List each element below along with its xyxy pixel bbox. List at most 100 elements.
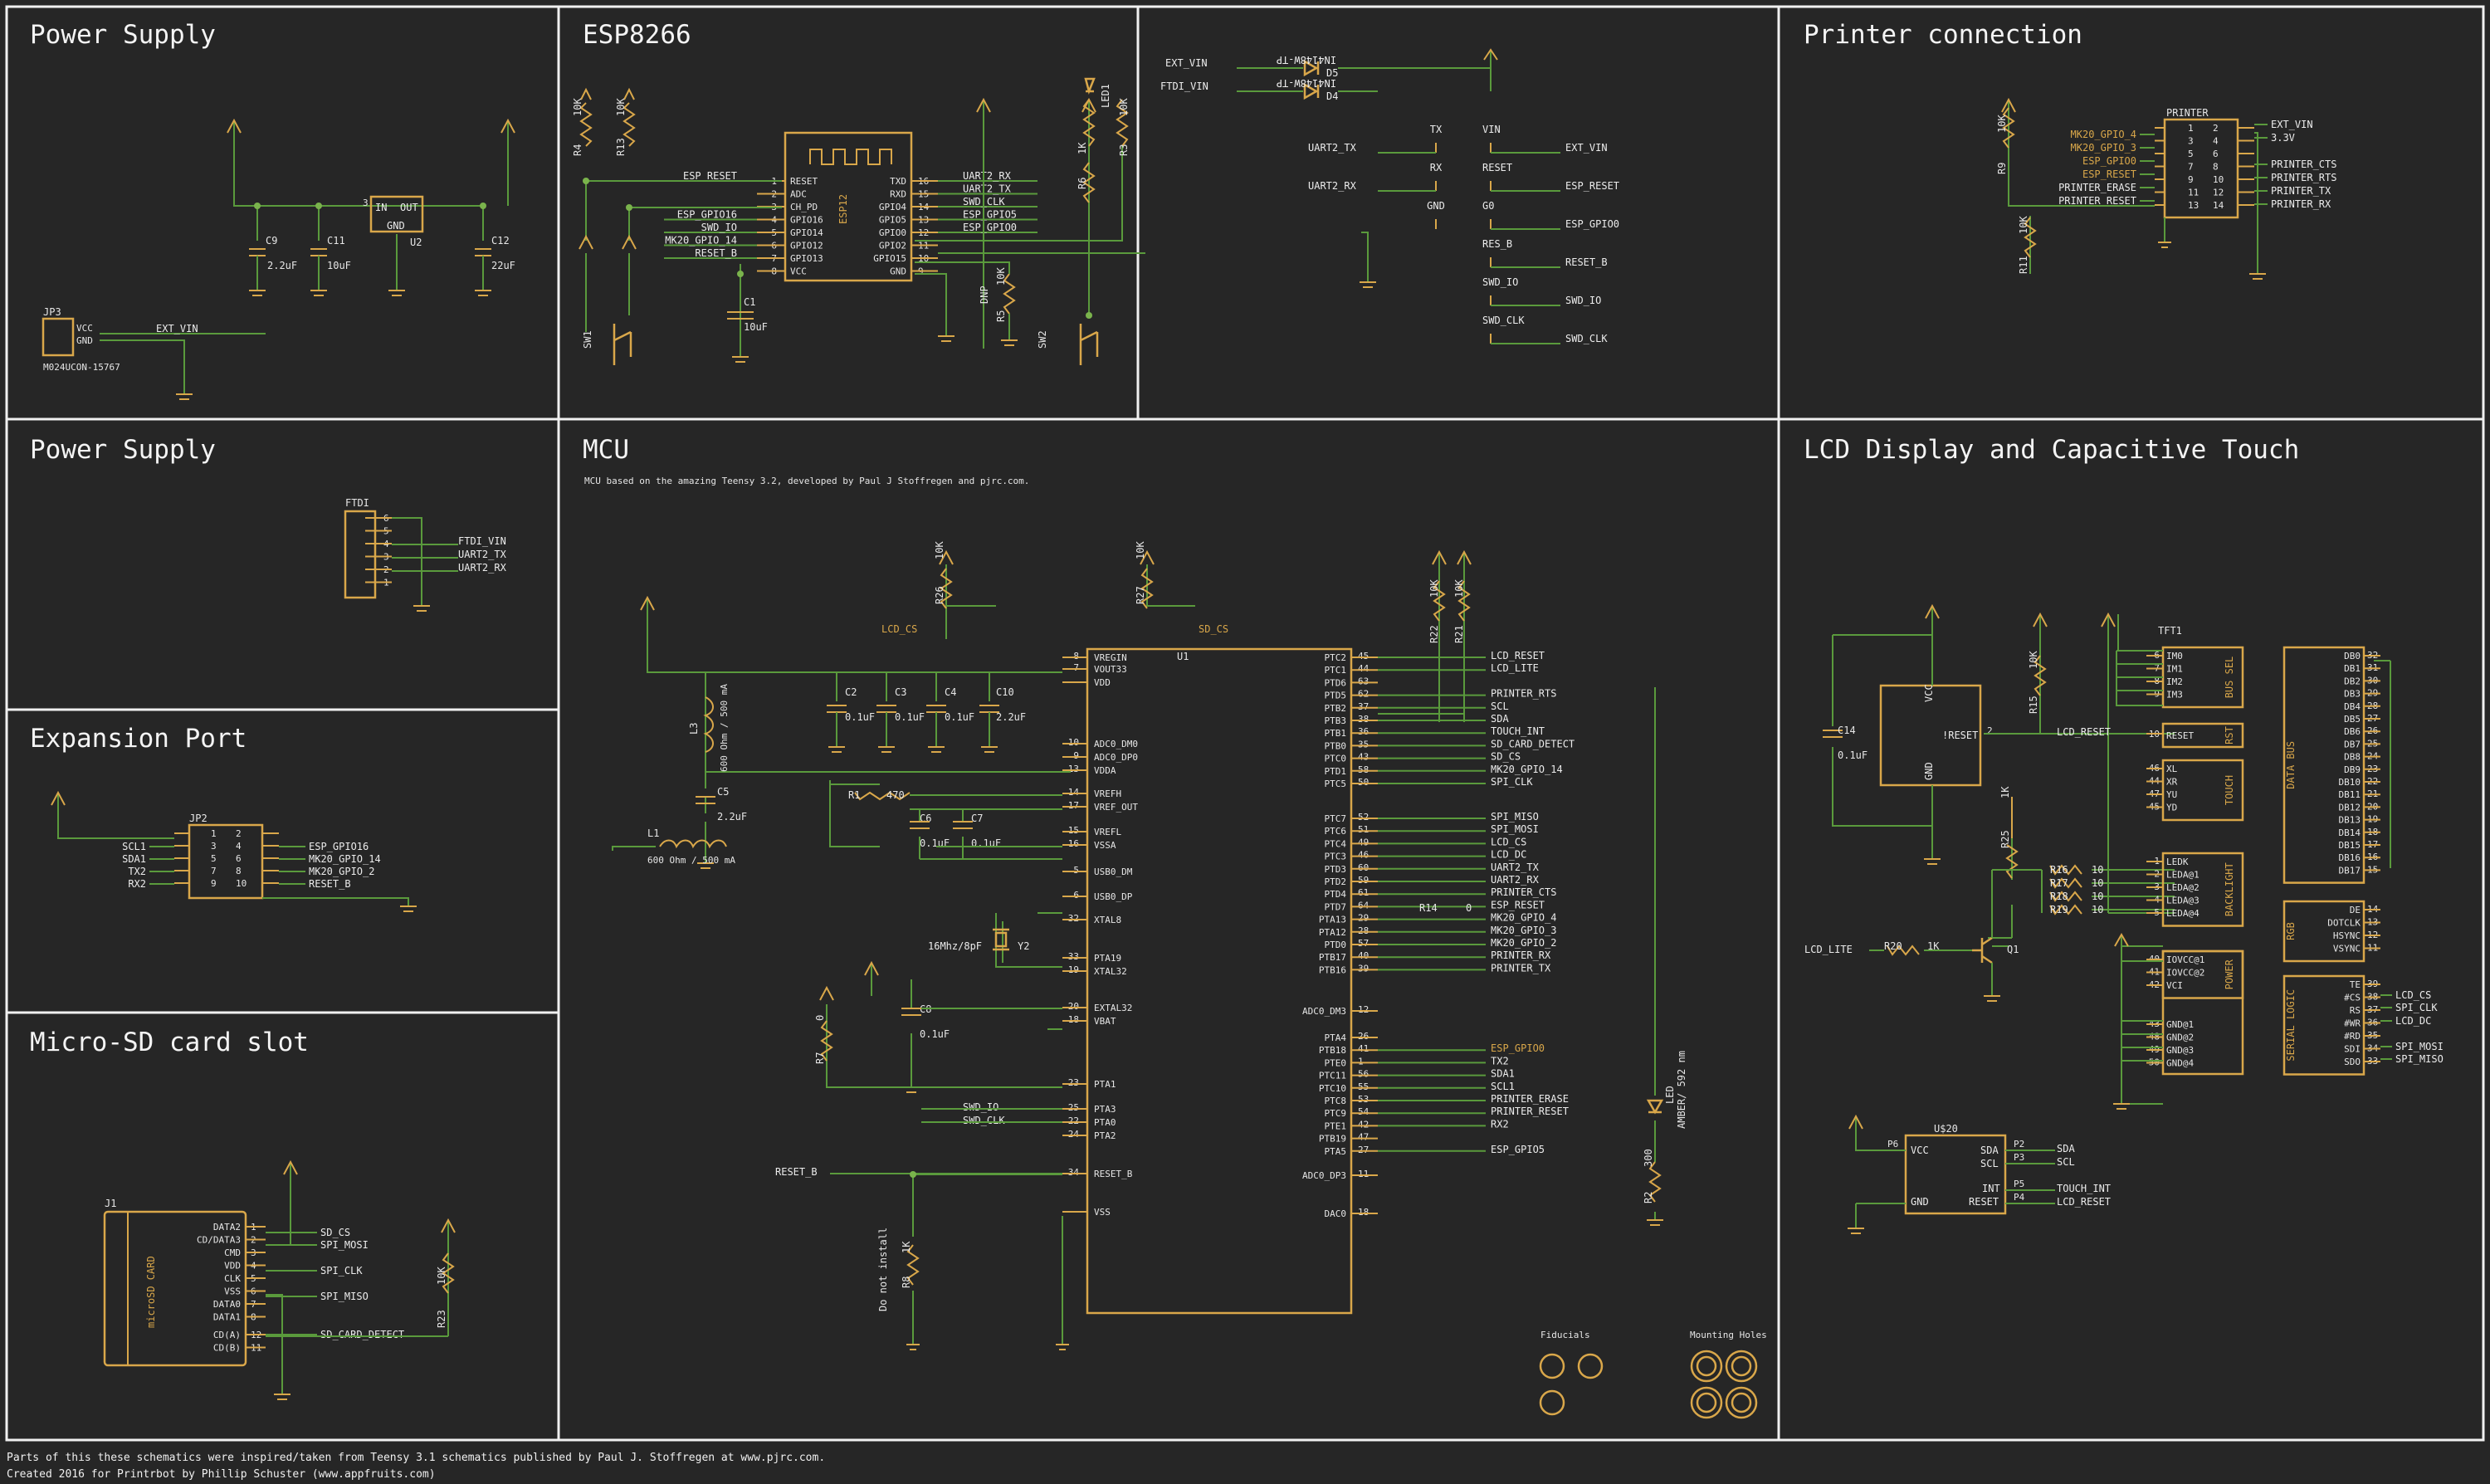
u20-net-scl: SCL bbox=[2057, 1156, 2075, 1168]
esp-right-pin: TXD bbox=[890, 176, 906, 187]
r11-val: 10K bbox=[2018, 216, 2029, 234]
exp-right-num: 4 bbox=[236, 841, 242, 852]
printer-left-num: 3 bbox=[2188, 136, 2194, 147]
mcu-right-net: PRINTER_RESET bbox=[1491, 1106, 1569, 1117]
mcu-right-net: LCD_LITE bbox=[1491, 662, 1539, 674]
l1-ref: L1 bbox=[647, 827, 659, 839]
exp-left-net: SDA1 bbox=[122, 853, 146, 865]
mcu-right-pin: PTC3 bbox=[1325, 852, 1347, 862]
printer-right-num: 10 bbox=[2213, 174, 2224, 185]
mcu-right-pin: PTC2 bbox=[1325, 652, 1347, 663]
r14-ref: R14 bbox=[1419, 902, 1438, 914]
esp-right-pin: GPIO4 bbox=[879, 202, 906, 212]
lcd-pin: RS bbox=[2350, 1005, 2361, 1016]
esp-right-net: ESP_GPIO0 bbox=[963, 222, 1017, 233]
link-left-net: UART2_TX bbox=[1308, 142, 1357, 154]
r26-val: 10K bbox=[934, 541, 945, 559]
mcu-cap-val: 0.1uF bbox=[945, 711, 974, 723]
mcu-right-net: SDA1 bbox=[1491, 1068, 1515, 1080]
mcu-right-num: 64 bbox=[1358, 900, 1370, 910]
mcu-right-pin: PTD5 bbox=[1325, 691, 1347, 701]
title-expansion: Expansion Port bbox=[30, 724, 247, 754]
mcu-right-pin: PTE0 bbox=[1325, 1057, 1347, 1068]
exp-right-net: ESP_GPIO16 bbox=[309, 841, 369, 852]
esp-right-net: ESP_GPIO5 bbox=[963, 209, 1017, 221]
exp-right-num: 6 bbox=[236, 853, 242, 864]
sd-pin: DATA0 bbox=[213, 1299, 241, 1310]
frame-printer bbox=[1777, 5, 2485, 421]
l1-val: 600 Ohm / 500 mA bbox=[647, 855, 735, 866]
lcd-group-label: RGB bbox=[2285, 922, 2297, 940]
ftdi-net-rx: UART2_RX bbox=[458, 562, 507, 574]
mcu-right-net: LCD_DC bbox=[1491, 849, 1526, 861]
lcd-pin: DE bbox=[2350, 905, 2361, 915]
lcd-group-label: TOUCH bbox=[2224, 775, 2235, 805]
jp2-ref: JP2 bbox=[189, 813, 208, 824]
mcu-right-pin: PTA13 bbox=[1319, 915, 1346, 925]
mcu-right-pin: PTC6 bbox=[1325, 826, 1347, 837]
jp3-part: M024UCON-15767 bbox=[43, 362, 120, 373]
mcu-right-pin: PTC5 bbox=[1325, 779, 1347, 789]
mcu-right-num: 43 bbox=[1358, 752, 1369, 763]
mcu-cap-ref: C10 bbox=[996, 686, 1014, 698]
mcu-right-pin: PTB1 bbox=[1325, 728, 1347, 739]
lcd-pin: DB3 bbox=[2344, 689, 2361, 700]
lcd-group-data-bus bbox=[2282, 646, 2366, 884]
u20-p2: P2 bbox=[2014, 1139, 2024, 1150]
mcu-left-pin: USB0_DP bbox=[1094, 891, 1133, 902]
q1-ref: Q1 bbox=[2007, 944, 2019, 955]
printer-left-num: 13 bbox=[2188, 200, 2199, 211]
mcu-right-num: 11 bbox=[1358, 1169, 1369, 1179]
mcu-right-pin: PTD6 bbox=[1325, 677, 1347, 688]
title-lcd: LCD Display and Capacitive Touch bbox=[1804, 435, 2299, 465]
mcu-right-net: MK20_GPIO_2 bbox=[1491, 937, 1556, 949]
r21-ref: R21 bbox=[1453, 625, 1465, 643]
ftdi-ref: FTDI bbox=[345, 497, 369, 509]
lcd-group-label: DATA BUS bbox=[2285, 741, 2297, 789]
lcd-pin: IOVCC@2 bbox=[2166, 968, 2204, 979]
mcu-right-num: 54 bbox=[1358, 1106, 1370, 1117]
link-right-label: SWD_IO bbox=[1482, 276, 1518, 288]
printer-right-net: 3.3V bbox=[2271, 132, 2295, 144]
printer-left-num: 7 bbox=[2188, 162, 2194, 173]
mcu-cap-val: 0.1uF bbox=[895, 711, 925, 723]
c9-val: 2.2uF bbox=[267, 260, 297, 271]
mcu-right-pin: PTA12 bbox=[1319, 927, 1346, 938]
lcd-group-backlight bbox=[2161, 852, 2244, 927]
crystal-val: 16Mhz/8pF bbox=[928, 940, 982, 952]
printer-ref: PRINTER bbox=[2166, 107, 2209, 119]
led-ref: LED bbox=[1664, 1086, 1676, 1104]
r4-val: 10K bbox=[572, 98, 583, 116]
mcu-right-num: 26 bbox=[1358, 1031, 1369, 1042]
r20-ref: R20 bbox=[1884, 940, 1902, 952]
esp-left-pin: ADC bbox=[790, 189, 807, 200]
fiducials-label: Fiducials bbox=[1540, 1330, 1590, 1340]
frame-expansion bbox=[5, 708, 560, 1014]
mcu-right-net: LCD_CS bbox=[1491, 836, 1526, 847]
lcd-pin: DB15 bbox=[2339, 840, 2361, 851]
lcd-pin: DB13 bbox=[2339, 815, 2361, 826]
mcu-left-pin: VREF_OUT bbox=[1094, 802, 1138, 813]
mcu-right-num: 49 bbox=[1358, 837, 1369, 847]
exp-right-net: MK20_GPIO_2 bbox=[309, 866, 374, 877]
mcu-right-num: 59 bbox=[1358, 875, 1369, 886]
mcu-cap-ref: C4 bbox=[945, 686, 956, 698]
lcd-pin: IM2 bbox=[2166, 676, 2183, 687]
lcd-pin: YD bbox=[2166, 803, 2177, 813]
mcu-right-pin: PTA5 bbox=[1325, 1146, 1347, 1157]
lcd-group-label: BUS SEL bbox=[2224, 657, 2235, 699]
jp3-vcc: VCC bbox=[76, 323, 93, 334]
esp-right-pin: GPIO2 bbox=[879, 241, 906, 251]
link-right-net: ESP_GPIO0 bbox=[1565, 218, 1619, 230]
mcu-left-pin: VREFH bbox=[1094, 788, 1121, 799]
r20-val: 1K bbox=[1927, 940, 1940, 952]
link-right-label: SWD_CLK bbox=[1482, 315, 1525, 326]
mcu-left-pin: VSSA bbox=[1094, 840, 1116, 851]
title-esp: ESP8266 bbox=[583, 20, 691, 50]
mcu-right-net: MK20_GPIO_4 bbox=[1491, 912, 1556, 924]
title-sd: Micro-SD card slot bbox=[30, 1028, 309, 1057]
mcu-left-num: 17 bbox=[1068, 800, 1079, 811]
mcu-left-num: 9 bbox=[1073, 750, 1079, 761]
power1-circuit: C9 2.2uF C11 10uF C12 22uF IN OUT GND U2… bbox=[42, 118, 515, 400]
